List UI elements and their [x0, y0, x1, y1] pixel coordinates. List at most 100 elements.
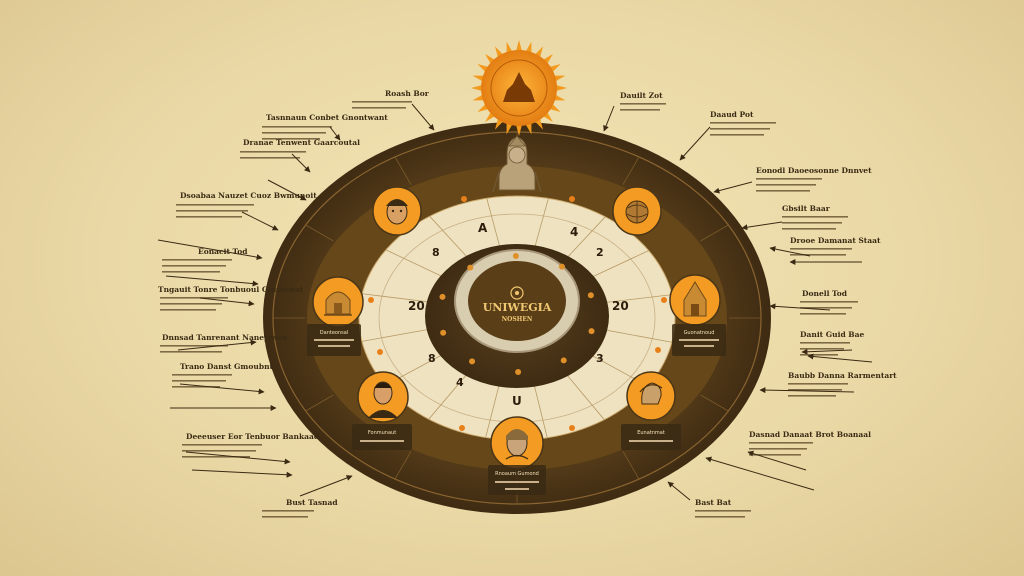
connector-arrow — [267, 179, 307, 201]
label-left: Tngauit Tonre Tonbuoul Gutvtenat — [158, 285, 304, 294]
core-dot — [588, 328, 595, 335]
band-marker — [655, 347, 661, 353]
connector-arrow — [291, 153, 311, 173]
temple-sun-icon — [471, 40, 567, 136]
label-text-line — [162, 259, 232, 261]
label-text-line — [788, 389, 842, 391]
label-text-line — [262, 510, 314, 512]
connector-arrow — [759, 387, 855, 394]
outer-divider — [700, 224, 729, 242]
label-right: Drooe Damanat Staat — [790, 236, 881, 245]
label-right: Eonodl Daoeosonne Dnnvet — [756, 166, 872, 175]
label-text-line — [756, 184, 816, 186]
label-text-line — [756, 190, 810, 192]
label-right: Danit Guid Bae — [800, 330, 865, 339]
core-dot — [469, 358, 476, 365]
node-globe — [612, 186, 662, 236]
connector-arrow — [165, 275, 259, 287]
label-left: Deeeuser Eor Tenbuor Bankaad — [186, 432, 320, 441]
core-dot — [467, 264, 474, 271]
core-dot — [512, 253, 519, 260]
label-text-line — [790, 254, 846, 256]
band-divider — [607, 329, 672, 343]
label-text-lines — [160, 101, 858, 518]
outer-divider — [305, 394, 334, 412]
label-text-line — [620, 109, 660, 111]
label-text-line — [182, 444, 262, 446]
connector-arrow — [713, 181, 753, 194]
caption-plaque: Danteonsal — [307, 324, 361, 356]
ring-number: 4 — [570, 225, 578, 239]
ring-number: 2 — [596, 246, 604, 259]
band-divider — [486, 198, 500, 246]
band-divider — [385, 249, 441, 277]
label-text-line — [695, 516, 745, 518]
outer-divider — [394, 451, 412, 480]
label-text-line — [262, 516, 308, 518]
label-text-line — [749, 442, 813, 444]
label-text-line — [620, 103, 666, 105]
band-divider — [361, 329, 427, 342]
caption-plaque: Eunatnmat — [621, 424, 681, 450]
label-text-line — [160, 351, 222, 353]
ring-number: 20 — [612, 299, 629, 313]
label-right: Donell Tod — [802, 289, 848, 298]
caption-text: Guonatnoud — [684, 330, 715, 336]
ring-number: 4 — [456, 376, 464, 389]
connector-arrow — [411, 103, 435, 131]
profile-icon — [639, 382, 663, 405]
connector-arrow — [185, 451, 291, 465]
label-text-line — [176, 216, 242, 218]
connector-arrows — [157, 103, 873, 501]
connector-arrow — [299, 475, 353, 497]
label-text-line — [695, 510, 751, 512]
label-text-line — [352, 107, 406, 109]
connector-arrow — [807, 353, 873, 363]
band-divider — [534, 198, 549, 246]
label-left: Dnnsad Tanrenant Naneyesen — [162, 333, 288, 342]
connector-arrow — [741, 221, 783, 231]
connector-arrow — [157, 239, 263, 261]
core-dot — [558, 263, 565, 270]
core-dot — [439, 293, 446, 300]
ring-number: 8 — [432, 246, 440, 259]
label-text-line — [800, 342, 850, 344]
label-text-line — [160, 309, 216, 311]
connector-arrow — [329, 126, 341, 141]
label-text-line — [176, 204, 254, 206]
sun-ray — [515, 40, 523, 53]
outer-divider — [622, 451, 640, 480]
band-divider — [362, 293, 427, 303]
label-text-line — [262, 132, 326, 134]
label-text-line — [182, 456, 250, 458]
label-text-line — [710, 134, 764, 136]
band-divider — [534, 386, 548, 438]
label-left: Dsoabaa Nauzet Cuoz Bwmunoit — [180, 191, 317, 200]
label-text-line — [749, 448, 807, 450]
label-left: Bust Tasnad — [286, 498, 338, 507]
label-text-line — [749, 454, 801, 456]
monk-face-icon — [386, 199, 408, 225]
band-marker — [661, 297, 667, 303]
node-shrine — [312, 276, 364, 328]
caption-text: Rnoaum Gumond — [495, 471, 539, 477]
label-left: Trano Danst Gmoubnt — [180, 362, 274, 371]
outer-divider — [394, 156, 412, 185]
label-right: Daaud Pot — [710, 110, 754, 119]
ring-number: A — [478, 221, 488, 235]
label-text-line — [800, 348, 844, 350]
band-markers — [368, 196, 667, 431]
connector-arrow — [705, 456, 815, 491]
label-text-line — [800, 313, 846, 315]
label-right: Dasnad Danaat Brot Boanaal — [749, 430, 871, 439]
label-text-line — [172, 386, 220, 388]
ring-number: U — [512, 394, 522, 408]
node-profile — [626, 371, 676, 421]
sun-ray — [515, 123, 523, 136]
band-divider — [428, 375, 466, 420]
deity-bust-icon — [492, 135, 542, 193]
band-divider — [607, 294, 673, 303]
connector-arrow — [769, 246, 811, 257]
label-left: Dranae Tenwent Gaarcoutal — [243, 138, 360, 147]
